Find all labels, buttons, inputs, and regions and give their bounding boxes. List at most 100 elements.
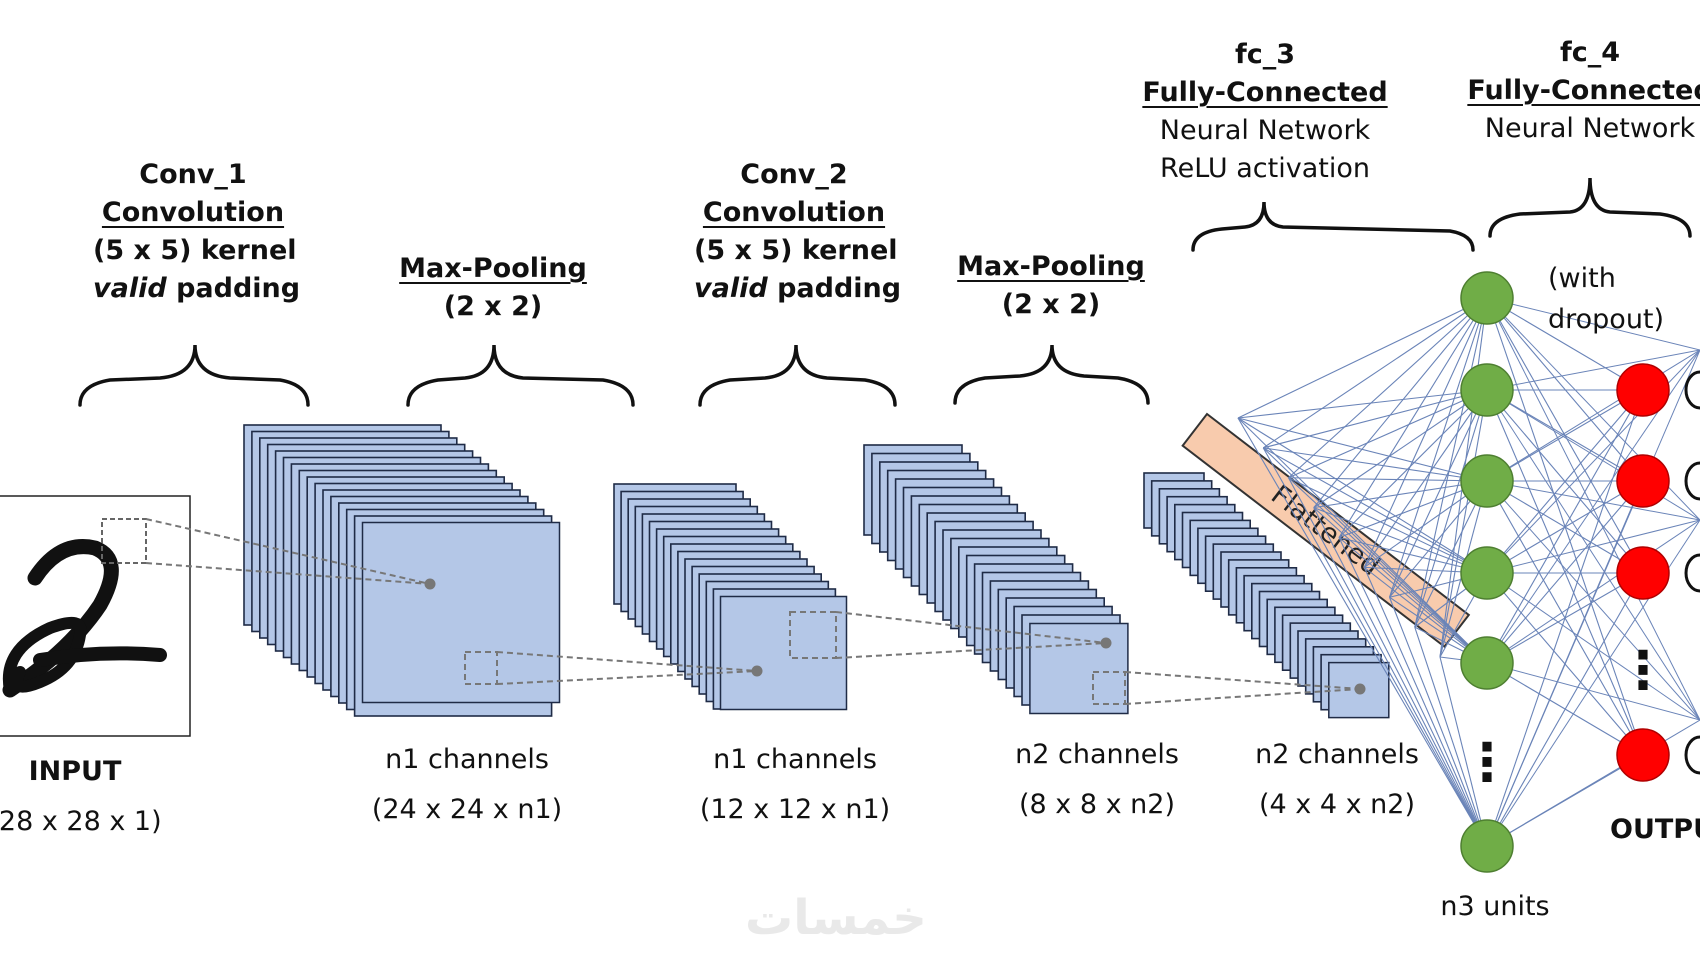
connection-line xyxy=(1388,597,1488,847)
pool1-name: Max-Pooling xyxy=(399,253,587,284)
conv1-type: Convolution xyxy=(101,197,285,228)
connection-line xyxy=(1414,480,1488,628)
watermark-logo: خمسات xyxy=(745,890,927,946)
map4-size: (4 x 4 x n2) xyxy=(1258,789,1415,820)
fc4-name: fc_4 xyxy=(1559,37,1621,68)
hidden-node xyxy=(1460,546,1514,600)
connection-line xyxy=(1439,656,1488,847)
connection-line xyxy=(1288,477,1488,482)
connection-line xyxy=(1313,507,1488,574)
fc3-desc1: Neural Network xyxy=(1159,115,1371,146)
connection-line xyxy=(1486,389,1700,521)
map1-size: (24 x 24 x n1) xyxy=(371,794,563,825)
connection-line xyxy=(1237,417,1488,847)
conv2-pad-rest: padding xyxy=(767,273,902,304)
map1-stack xyxy=(243,424,561,717)
map2-channels: n1 channels xyxy=(713,744,877,775)
connection-line xyxy=(1263,389,1488,449)
feature-map-stacks xyxy=(243,424,1390,719)
pool2-name: Max-Pooling xyxy=(957,251,1145,282)
fc3-name: fc_3 xyxy=(1234,39,1296,70)
connection-line xyxy=(1414,389,1488,628)
input-size: (28 x 28 x 1) xyxy=(0,806,162,837)
connection-line xyxy=(1486,349,1700,391)
connection-line xyxy=(1486,572,1700,721)
connection-line xyxy=(1439,389,1488,658)
connection-line xyxy=(1486,480,1700,521)
pool1-label: Max-Pooling (2 x 2) xyxy=(393,250,593,326)
connection-line xyxy=(1262,447,1488,847)
map3-channels: n2 channels xyxy=(1015,739,1179,770)
feature-map-slice xyxy=(1029,622,1129,715)
projection-lines xyxy=(145,518,1361,705)
map4-channels: n2 channels xyxy=(1255,739,1419,770)
conv1-kernel: (5 x 5) kernel xyxy=(93,235,297,266)
pool2-label: Max-Pooling (2 x 2) xyxy=(951,248,1151,324)
brace-fc3 xyxy=(1191,201,1475,252)
connection-line xyxy=(1313,389,1488,509)
fc4-type: Fully-Connected xyxy=(1467,75,1700,106)
output-node xyxy=(1616,454,1670,508)
connection-line xyxy=(1338,297,1488,538)
output-title: OUTPUT xyxy=(1610,814,1700,845)
brace-pool1 xyxy=(406,344,635,407)
connection-line xyxy=(1486,389,1644,574)
connection-line xyxy=(1486,480,1700,721)
output-class-glyph xyxy=(1684,461,1700,501)
brace-pool2 xyxy=(953,344,1150,405)
connection-line xyxy=(1486,480,1644,664)
connection-line xyxy=(1338,537,1488,664)
output-class-glyph xyxy=(1684,370,1700,410)
fc3-desc2: ReLU activation xyxy=(1160,153,1370,184)
connection-line xyxy=(1486,389,1644,482)
hidden-ellipsis: ⋮ xyxy=(1461,733,1513,793)
connection-line xyxy=(1237,297,1488,419)
digit-two xyxy=(2,539,167,698)
pool1-size: (2 x 2) xyxy=(443,291,543,322)
conv1-label: Conv_1 Convolution (5 x 5) kernel valid … xyxy=(93,156,300,308)
connection-line xyxy=(1414,626,1488,847)
hidden-node xyxy=(1460,636,1514,690)
fc3-type: Fully-Connected xyxy=(1142,77,1388,108)
connection-line xyxy=(1338,389,1488,538)
output-layer-nodes xyxy=(1616,363,1700,782)
conv2-label: Conv_2 Convolution (5 x 5) kernel valid … xyxy=(694,156,901,308)
connection-line xyxy=(1288,297,1488,479)
feature-map-slice xyxy=(361,521,561,704)
connection-line xyxy=(1486,519,1700,664)
conv2-name: Conv_2 xyxy=(740,159,848,190)
connection-line xyxy=(1486,297,1700,351)
connection-line xyxy=(1486,297,1700,721)
connection-line xyxy=(1338,537,1488,847)
connection-line xyxy=(1288,389,1488,479)
map3-stack xyxy=(863,444,1129,715)
projection-dots xyxy=(424,578,1366,695)
map4-stack xyxy=(1143,472,1390,719)
connection-line xyxy=(1237,389,1488,419)
input-image xyxy=(0,495,191,737)
hidden-units-label: n3 units xyxy=(1440,891,1550,922)
connection-line xyxy=(1363,389,1488,568)
fc4-dropout-note: (with dropout) xyxy=(1548,263,1665,335)
map2-stack xyxy=(613,483,848,711)
brace-conv2 xyxy=(698,344,897,407)
input-receptive-field xyxy=(101,518,147,564)
connection-line xyxy=(1363,297,1488,568)
connection-line xyxy=(1262,447,1488,574)
output-node xyxy=(1616,728,1670,782)
connection-line xyxy=(1486,389,1644,664)
braces xyxy=(78,177,1692,407)
map1-channels: n1 channels xyxy=(385,744,549,775)
connection-line xyxy=(1486,349,1700,847)
connection-line xyxy=(1313,297,1488,508)
brace-conv1 xyxy=(78,344,310,407)
brace-fc4 xyxy=(1488,177,1692,238)
connection-line xyxy=(1486,572,1644,847)
connection-line xyxy=(1288,477,1488,847)
output-ellipsis: ⋮ xyxy=(1617,641,1669,701)
hidden-layer-nodes xyxy=(1460,271,1514,873)
input-dims: INPUT (28 x 28 x 1) xyxy=(0,747,170,847)
connection-line xyxy=(1313,507,1488,847)
hidden-node xyxy=(1460,454,1514,508)
connection-line xyxy=(1363,567,1488,847)
